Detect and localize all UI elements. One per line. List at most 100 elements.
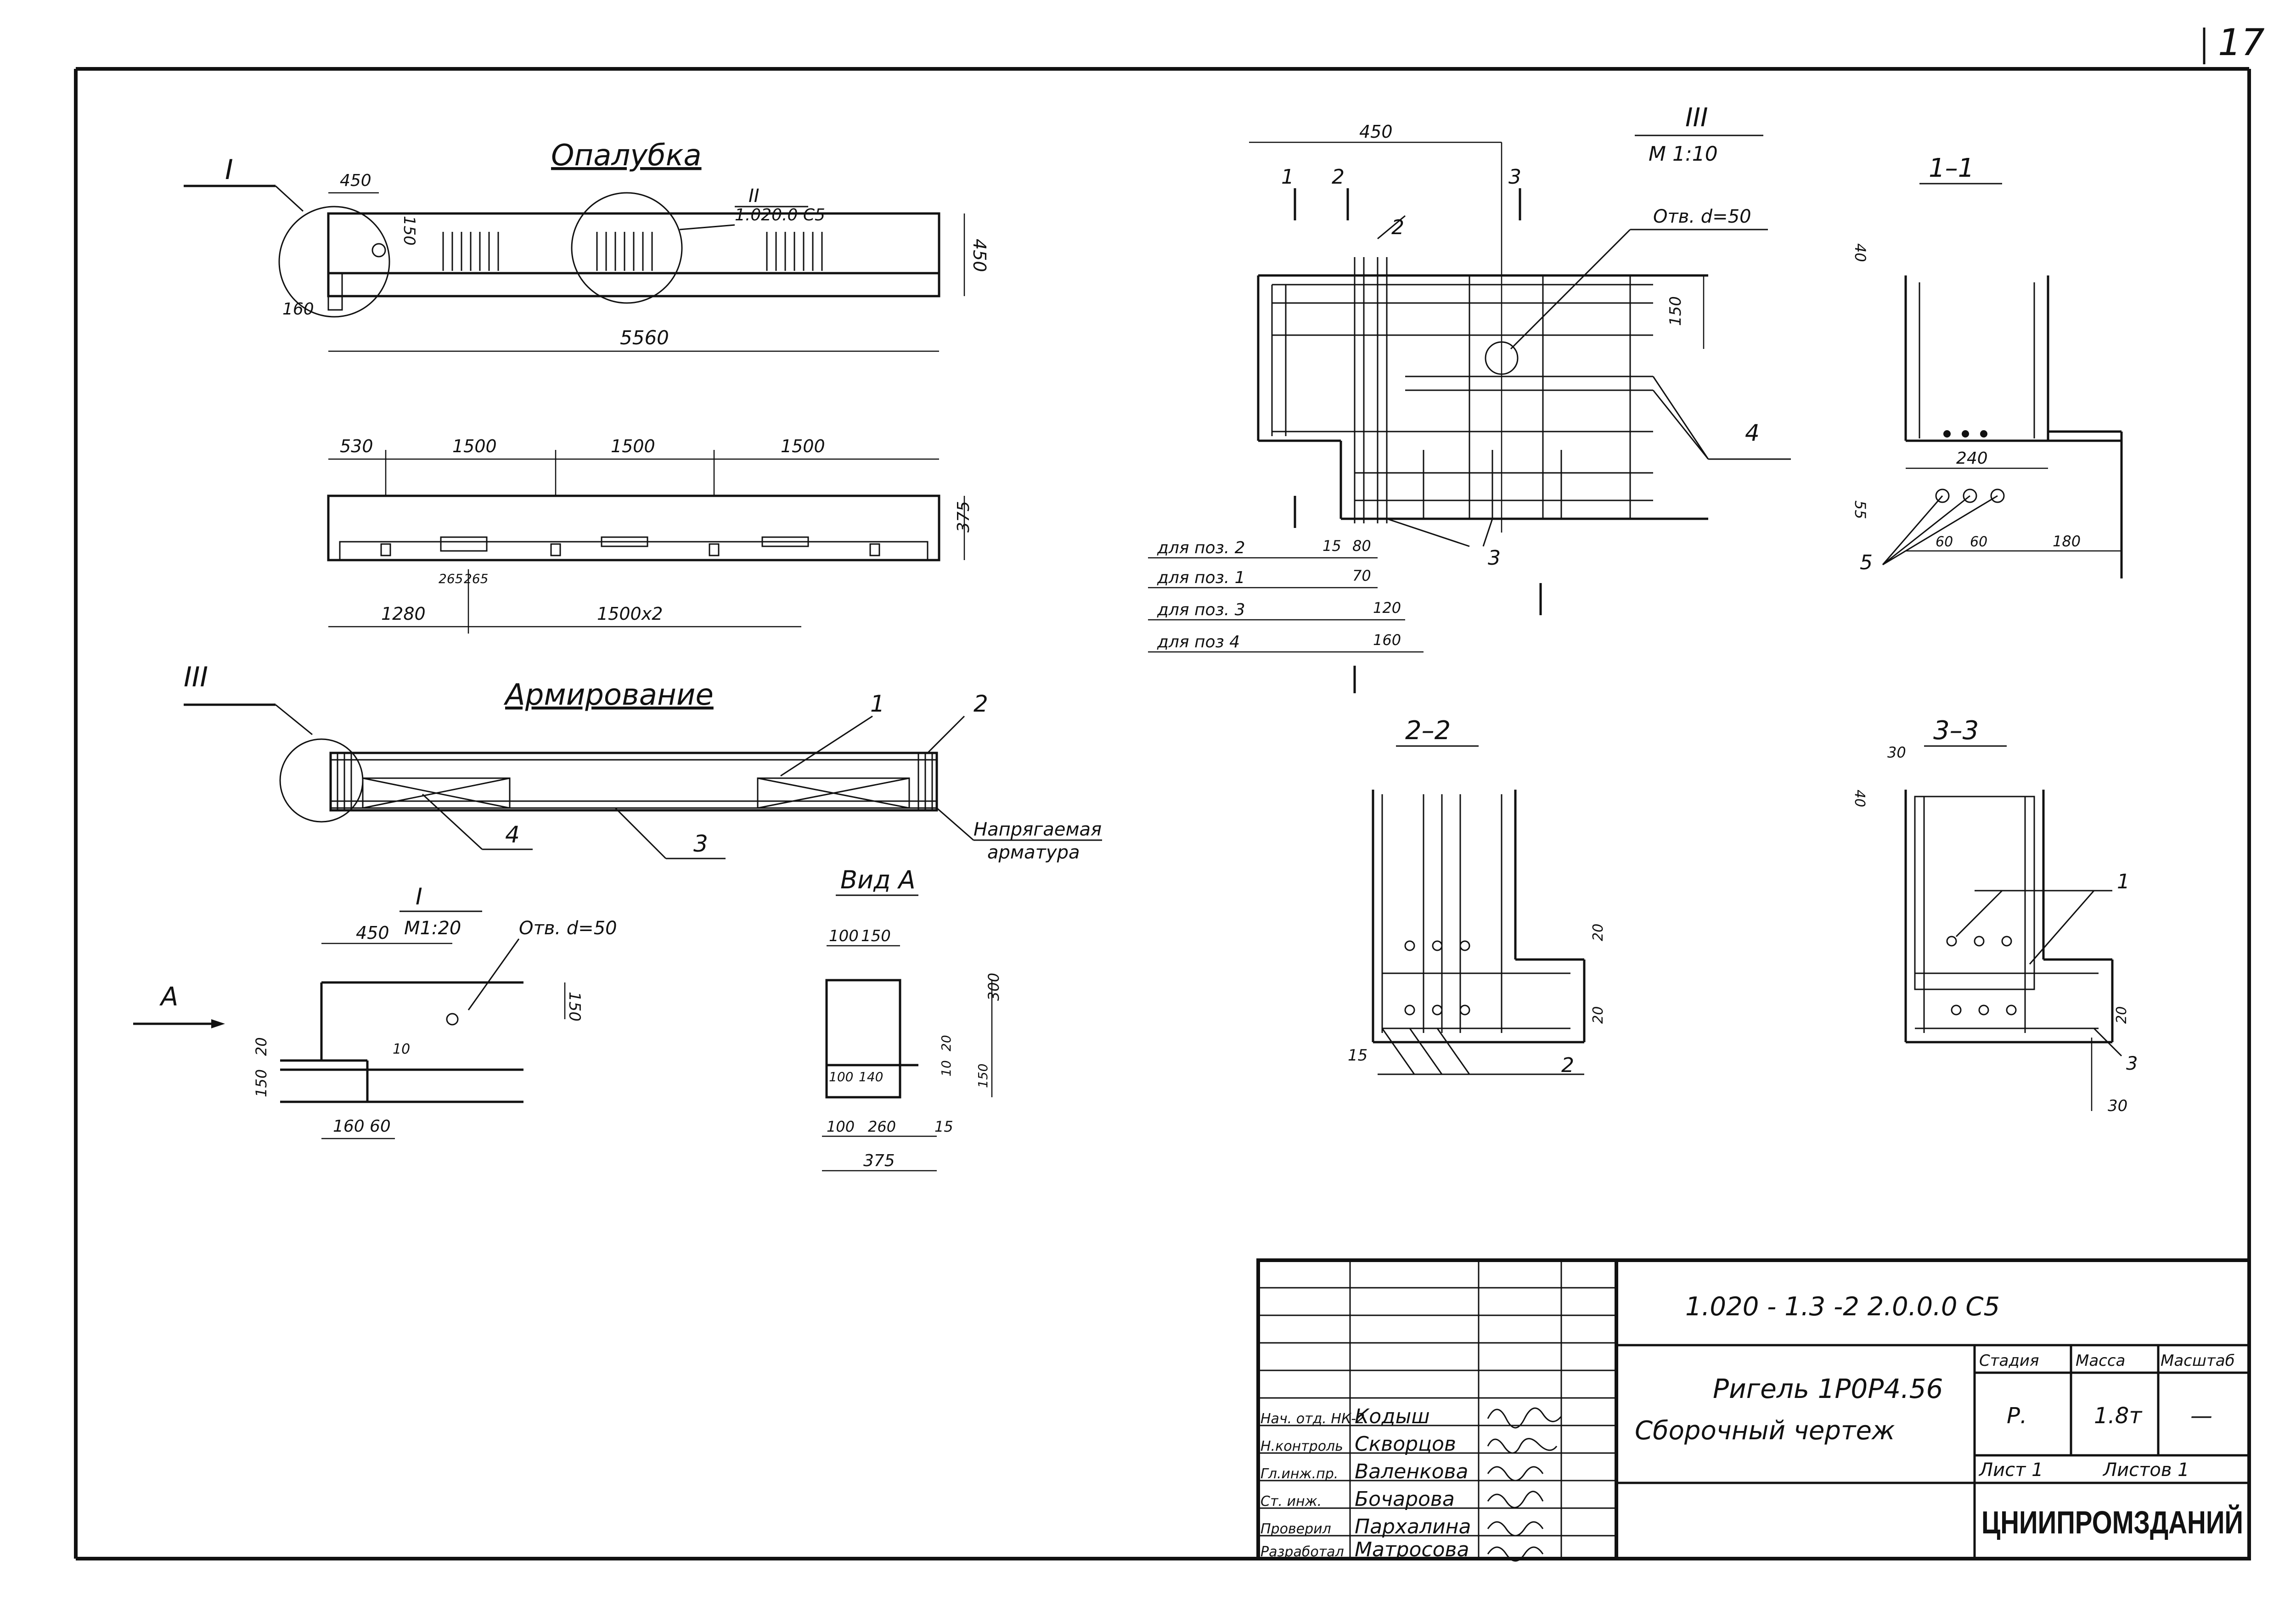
reinforcement-callout-III: III bbox=[184, 661, 208, 693]
stage-value: Р. bbox=[2007, 1403, 2027, 1429]
section-1-1-title: 1–1 bbox=[1929, 153, 1974, 183]
prestressed-label-2: арматура bbox=[987, 842, 1080, 863]
note-label-2: для поз. 3 bbox=[1157, 600, 1245, 619]
plan-dim-1280: 1280 bbox=[381, 604, 426, 624]
staff-role-5: Разработал bbox=[1261, 1544, 1344, 1560]
view-arrow-label: А bbox=[159, 982, 178, 1012]
section-2-2-dim-20-a: 20 bbox=[1590, 924, 1606, 941]
note-label-3: для поз 4 bbox=[1157, 633, 1240, 651]
detail-III: III М 1:10 450 Отв. d=50 150 1 bbox=[1148, 103, 1791, 693]
detail-III-scale: М 1:10 bbox=[1649, 142, 1718, 166]
section-1-1-dim-240: 240 bbox=[1956, 449, 1988, 468]
staff-role-3: Ст. инж. bbox=[1261, 1493, 1322, 1510]
formwork-dim-450: 450 bbox=[340, 171, 371, 190]
section-3-3-dim-40: 40 bbox=[1851, 790, 1868, 807]
formwork-title: Опалубка bbox=[551, 139, 702, 173]
detail-III-title: III bbox=[1685, 103, 1708, 133]
section-2-2-dim-20-b: 20 bbox=[1590, 1006, 1606, 1024]
reinforcement-view: Армирование III 1 2 3 4 Напрягаемая арма… bbox=[184, 661, 1102, 863]
formwork-callout-II: II bbox=[748, 185, 760, 207]
reinforcement-pos-3: 3 bbox=[693, 831, 708, 857]
detail-I-dim-60: 60 bbox=[370, 1117, 391, 1136]
detail-I-dim-160: 160 bbox=[333, 1117, 365, 1136]
prestressed-label-1: Напрягаемая bbox=[974, 819, 1102, 840]
section-1-1-dim-60-b: 60 bbox=[1970, 534, 1987, 550]
detail-III-dim-450: 450 bbox=[1359, 122, 1393, 142]
detail-I-dim-10: 10 bbox=[393, 1041, 410, 1057]
detail-III-pos-3: 3 bbox=[1488, 546, 1501, 570]
view-A-dim-20: 20 bbox=[939, 1035, 954, 1051]
scale-label: Масштаб bbox=[2161, 1352, 2235, 1370]
sheet-label: Лист 1 bbox=[1978, 1459, 2043, 1481]
mass-label: Масса bbox=[2076, 1352, 2125, 1370]
section-1-1-dim-60-a: 60 bbox=[1936, 534, 1953, 550]
section-2-2-pos-2: 2 bbox=[1561, 1054, 1574, 1077]
section-1-1: 1–1 40 240 55 60 60 180 5 bbox=[1851, 153, 2123, 578]
view-A-title: Вид А bbox=[840, 865, 916, 894]
section-2-2-title: 2–2 bbox=[1405, 716, 1451, 746]
formwork-dim-450-height: 450 bbox=[969, 239, 990, 272]
plan-dim-375: 375 bbox=[954, 501, 973, 533]
staff-name-1: Скворцов bbox=[1355, 1432, 1456, 1456]
plan-dim-1500-c: 1500 bbox=[781, 436, 825, 456]
staff-name-5: Матросова bbox=[1355, 1538, 1469, 1561]
section-1-1-dim-40: 40 bbox=[1851, 243, 1869, 262]
formwork-dim-150: 150 bbox=[400, 216, 418, 246]
note-value-a-3: 160 bbox=[1373, 631, 1401, 649]
staff-name-4: Пархалина bbox=[1355, 1515, 1471, 1538]
staff-role-2: Гл.инж.пр. bbox=[1261, 1466, 1338, 1482]
plan-dim-1500x2: 1500х2 bbox=[597, 604, 663, 624]
view-A-dim-375: 375 bbox=[863, 1151, 895, 1170]
document-code: 1.020 - 1.3 -2 2.0.0.0 С5 bbox=[1685, 1292, 2000, 1322]
section-2-2: 2–2 20 20 15 2 bbox=[1348, 716, 1606, 1077]
note-label-1: для поз. 1 bbox=[1157, 568, 1245, 587]
section-3-3-dim-30-b: 30 bbox=[2108, 1097, 2127, 1115]
formwork-dim-5560: 5560 bbox=[620, 326, 669, 349]
detail-I-dim-20: 20 bbox=[253, 1037, 270, 1056]
plan-dim-530: 530 bbox=[340, 436, 373, 456]
reinforcement-pos-1: 1 bbox=[870, 690, 885, 717]
note-value-a-2: 120 bbox=[1373, 599, 1401, 617]
section-mark-3-top: 3 bbox=[1508, 165, 1521, 189]
detail-III-notes: для поз. 2 15 80 для поз. 1 70 для поз. … bbox=[1148, 537, 1424, 653]
reinforcement-pos-4: 4 bbox=[505, 821, 520, 848]
plan-dim-265-a: 265 bbox=[439, 571, 463, 586]
section-3-3-dim-20: 20 bbox=[2114, 1006, 2130, 1024]
view-A-dim-100-b: 100 bbox=[829, 1069, 853, 1084]
formwork-callout-I: I bbox=[225, 154, 233, 186]
section-3-3-pos-1: 1 bbox=[2117, 870, 2130, 893]
view-A-dim-260: 260 bbox=[868, 1118, 896, 1135]
detail-III-pos-4: 4 bbox=[1745, 420, 1760, 446]
title-block: 1.020 - 1.3 -2 2.0.0.0 С5 Ригель 1Р0Р4.5… bbox=[1256, 1258, 2251, 1562]
reinforcement-pos-2: 2 bbox=[974, 690, 988, 717]
scale-value: — bbox=[2190, 1403, 2212, 1429]
section-3-3-dim-30: 30 bbox=[1887, 744, 1906, 761]
reinforcement-title: Армирование bbox=[503, 678, 714, 712]
stage-label: Стадия bbox=[1979, 1352, 2039, 1370]
detail-III-dim-150: 150 bbox=[1666, 296, 1685, 326]
signatures bbox=[1487, 1407, 1562, 1562]
section-1-1-pos-5: 5 bbox=[1860, 551, 1873, 574]
document-subtitle: Сборочный чертеж bbox=[1635, 1416, 1895, 1446]
note-value-a-0: 15 bbox=[1322, 537, 1341, 555]
note-label-0: для поз. 2 bbox=[1157, 539, 1245, 557]
section-1-1-dim-55: 55 bbox=[1851, 500, 1869, 519]
staff-name-2: Валенкова bbox=[1355, 1460, 1469, 1483]
staff-role-0: Нач. отд. НК-2 bbox=[1261, 1411, 1365, 1427]
detail-I-hole: Отв. d=50 bbox=[519, 918, 617, 939]
view-arrow-icon bbox=[211, 1019, 225, 1028]
document-name: Ригель 1Р0Р4.56 bbox=[1713, 1373, 1943, 1404]
detail-I: I М1:20 Отв. d=50 450 150 20 150 10 160 … bbox=[133, 883, 617, 1139]
view-A: Вид А 100 150 300 20 10 150 100 140 100 … bbox=[822, 865, 1002, 1172]
detail-III-hole: Отв. d=50 bbox=[1653, 206, 1751, 227]
detail-I-dim-150: 150 bbox=[565, 992, 584, 1021]
sheets-label: Листов 1 bbox=[2102, 1459, 2189, 1481]
note-value-a-1: 70 bbox=[1352, 567, 1371, 584]
view-A-dim-15: 15 bbox=[934, 1118, 953, 1135]
section-3-3-title: 3–3 bbox=[1933, 716, 1979, 746]
mass-value: 1.8т bbox=[2094, 1403, 2143, 1429]
detail-I-scale: М1:20 bbox=[404, 918, 461, 939]
formwork-view: Опалубка I II 1.020.0 С5 bbox=[184, 139, 990, 634]
view-A-dim-100-c: 100 bbox=[827, 1118, 855, 1135]
sheet-frame bbox=[74, 28, 2251, 1560]
